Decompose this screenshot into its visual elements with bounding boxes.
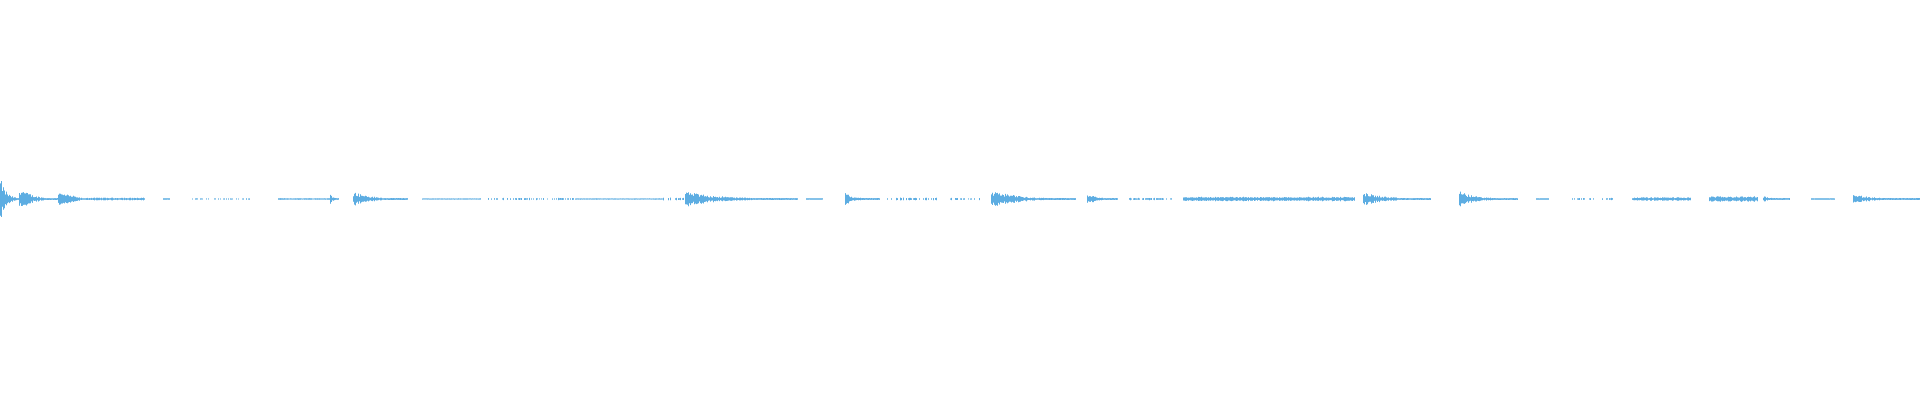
waveform-segment [887,197,937,201]
waveform-samples-path [950,197,980,201]
waveform-samples-path [845,193,880,205]
waveform-samples-path [422,198,481,200]
waveform-segment [1087,195,1118,203]
waveform-samples-path [19,192,59,206]
waveform-segment [685,192,798,207]
waveform-samples-path [991,192,1076,206]
waveform-segment [1572,197,1613,201]
waveform-segment [1129,197,1172,201]
waveform-segment [1459,191,1518,207]
waveform-segment [0,181,20,217]
waveform-samples-path [1763,196,1790,202]
waveform-samples-path [685,192,798,207]
waveform-samples-path [0,181,20,217]
waveform-samples-path [1853,195,1920,203]
waveform-samples-path [887,197,937,201]
waveform-samples-path [1709,196,1758,202]
waveform-segment [1853,195,1920,203]
waveform-samples-path [58,193,87,205]
waveform-samples-path [1129,197,1172,201]
waveform-samples-path [806,198,823,200]
waveform-samples-path [86,197,145,201]
waveform-segment [1363,193,1431,205]
waveform-segment [278,198,331,200]
waveform-segment [86,197,145,201]
waveform-samples-path [1536,198,1549,200]
waveform-samples-path [278,198,331,200]
waveform-segment [192,198,250,200]
waveform-segment [1632,197,1691,201]
waveform-samples-path [488,197,576,201]
waveform-segment [422,198,481,200]
waveform-segment [58,193,87,205]
waveform-segment [950,197,980,201]
waveform-segment [488,197,576,201]
waveform-segment [163,198,170,200]
waveform-samples-path [192,198,250,200]
waveform-samples-path [353,192,408,206]
waveform-segment [806,198,823,200]
waveform-samples-path [163,198,170,200]
waveform-segment [845,193,880,205]
waveform-segment [1811,198,1835,200]
waveform-samples-path [1183,196,1355,202]
waveform-samples-path [1811,198,1835,200]
waveform-segment [19,192,59,206]
waveform-samples-path [1632,197,1691,201]
waveform-samples-path [1087,195,1118,203]
waveform-segment [1536,198,1549,200]
waveform-samples-path [1363,193,1431,205]
waveform-samples-path [1572,197,1613,201]
waveform-segment [330,194,339,204]
waveform-samples-path [330,194,339,204]
waveform-segment [1709,196,1758,202]
waveform-segment [353,192,408,206]
waveform-segment [1183,196,1355,202]
waveform-segment [576,198,663,200]
waveform-samples [0,181,1920,217]
waveform-samples-path [576,198,663,200]
waveform-segment [1763,196,1790,202]
waveform-segment [991,192,1076,206]
waveform-samples-path [1459,191,1518,207]
